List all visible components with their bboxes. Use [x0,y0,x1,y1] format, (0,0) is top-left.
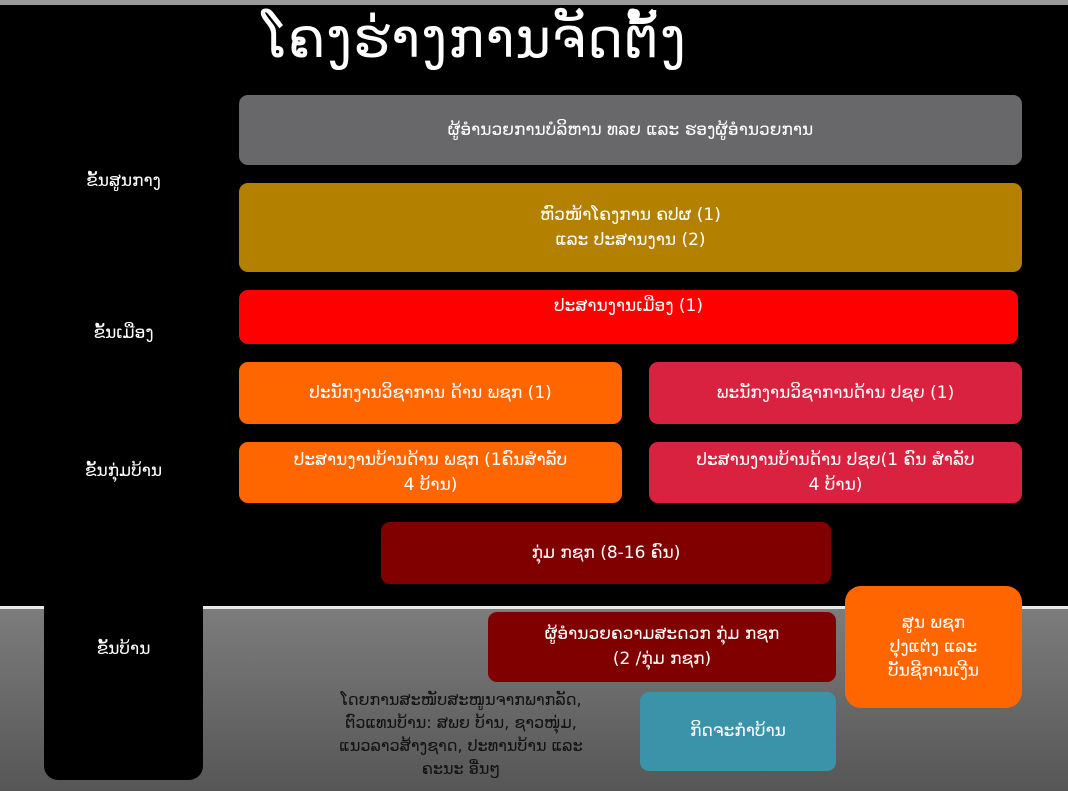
district-coordinator-box-label: ປະສານງານເມືອງ (1) [554,296,703,316]
level-label-central: ຂັ້ນສູນກາງ [86,171,161,191]
level-column-tab [44,600,203,780]
center-box-label: ສູນ ພຊກ ປຸງແຕ່ງ ແລະ ບັນຊີການເງີນ [888,613,979,681]
village-coordinator-women-box: ປະສານງານບ້ານດ້ານ ພຊກ (1ຄົນສຳລັບ 4 ບ້ານ) [239,442,622,503]
level-label-village-cluster: ຂັ້ນກຸ່ມບ້ານ [84,461,163,481]
group-facilitator-box-label: ຜູ້ອຳນວຍຄວາມສະດວກ ກຸ່ມ ກຊກ (2 /ກຸ່ມ ກຊກ) [544,624,780,669]
technical-staff-women-box: ປະນັກງານວິຊາການ ດ້ານ ພຊກ (1) [239,362,622,424]
center-box: ສູນ ພຊກ ປຸງແຕ່ງ ແລະ ບັນຊີການເງີນ [845,586,1022,708]
village-coordinator-poverty-box: ປະສານງານບ້ານດ້ານ ປຊຍ(1 ຄົນ ສຳລັບ 4 ບ້ານ) [649,442,1022,503]
director-box-label: ຜູ້ອຳນວຍການບໍລິຫານ ທລຍ ແລະ ຮອງຜູ້ອຳນວຍກາ… [447,119,814,140]
technical-staff-poverty-box: ພະນັກງານວິຊາການດ້ານ ປຊຍ (1) [649,362,1022,424]
group-box: ກຸ່ມ ກຊກ (8-16 ຄົນ) [381,522,831,584]
district-coordinator-box: ປະສານງານເມືອງ (1) [239,290,1018,344]
page-title: ໂຄງຮ່າງການຈັດຕັ້ງ [262,7,687,70]
support-note: ໂດຍການສະໜັບສະໜູນຈາກພາກລັດ, ຕົວແທນບ້ານ: ສ… [339,690,583,778]
level-label-village: ຂັ້ນບ້ານ [96,639,151,659]
village-activity-box-label: ກິດຈະກຳບ້ານ [690,721,786,741]
group-box-label: ກຸ່ມ ກຊກ (8-16 ຄົນ) [531,542,681,563]
village-coordinator-women-box-label: ປະສານງານບ້ານດ້ານ ພຊກ (1ຄົນສຳລັບ 4 ບ້ານ) [293,449,568,495]
technical-staff-poverty-box-label: ພະນັກງານວິຊາການດ້ານ ປຊຍ (1) [716,382,955,403]
level-label-district: ຂັ້ນເມືອງ [93,323,154,343]
group-facilitator-box: ຜູ້ອຳນວຍຄວາມສະດວກ ກຸ່ມ ກຊກ (2 /ກຸ່ມ ກຊກ) [488,612,836,682]
project-head-box-label: ຫົວໜ້າໂຄງການ ຄປຜ (1) ແລະ ປະສານງານ (2) [540,204,721,250]
top-border [0,0,1068,5]
village-coordinator-poverty-box-label: ປະສານງານບ້ານດ້ານ ປຊຍ(1 ຄົນ ສຳລັບ 4 ບ້ານ) [696,449,975,495]
director-box: ຜູ້ອຳນວຍການບໍລິຫານ ທລຍ ແລະ ຮອງຜູ້ອຳນວຍກາ… [239,95,1022,165]
village-activity-box: ກິດຈະກຳບ້ານ [640,692,836,771]
technical-staff-women-box-label: ປະນັກງານວິຊາການ ດ້ານ ພຊກ (1) [309,382,552,403]
project-head-box: ຫົວໜ້າໂຄງການ ຄປຜ (1) ແລະ ປະສານງານ (2) [239,183,1022,272]
